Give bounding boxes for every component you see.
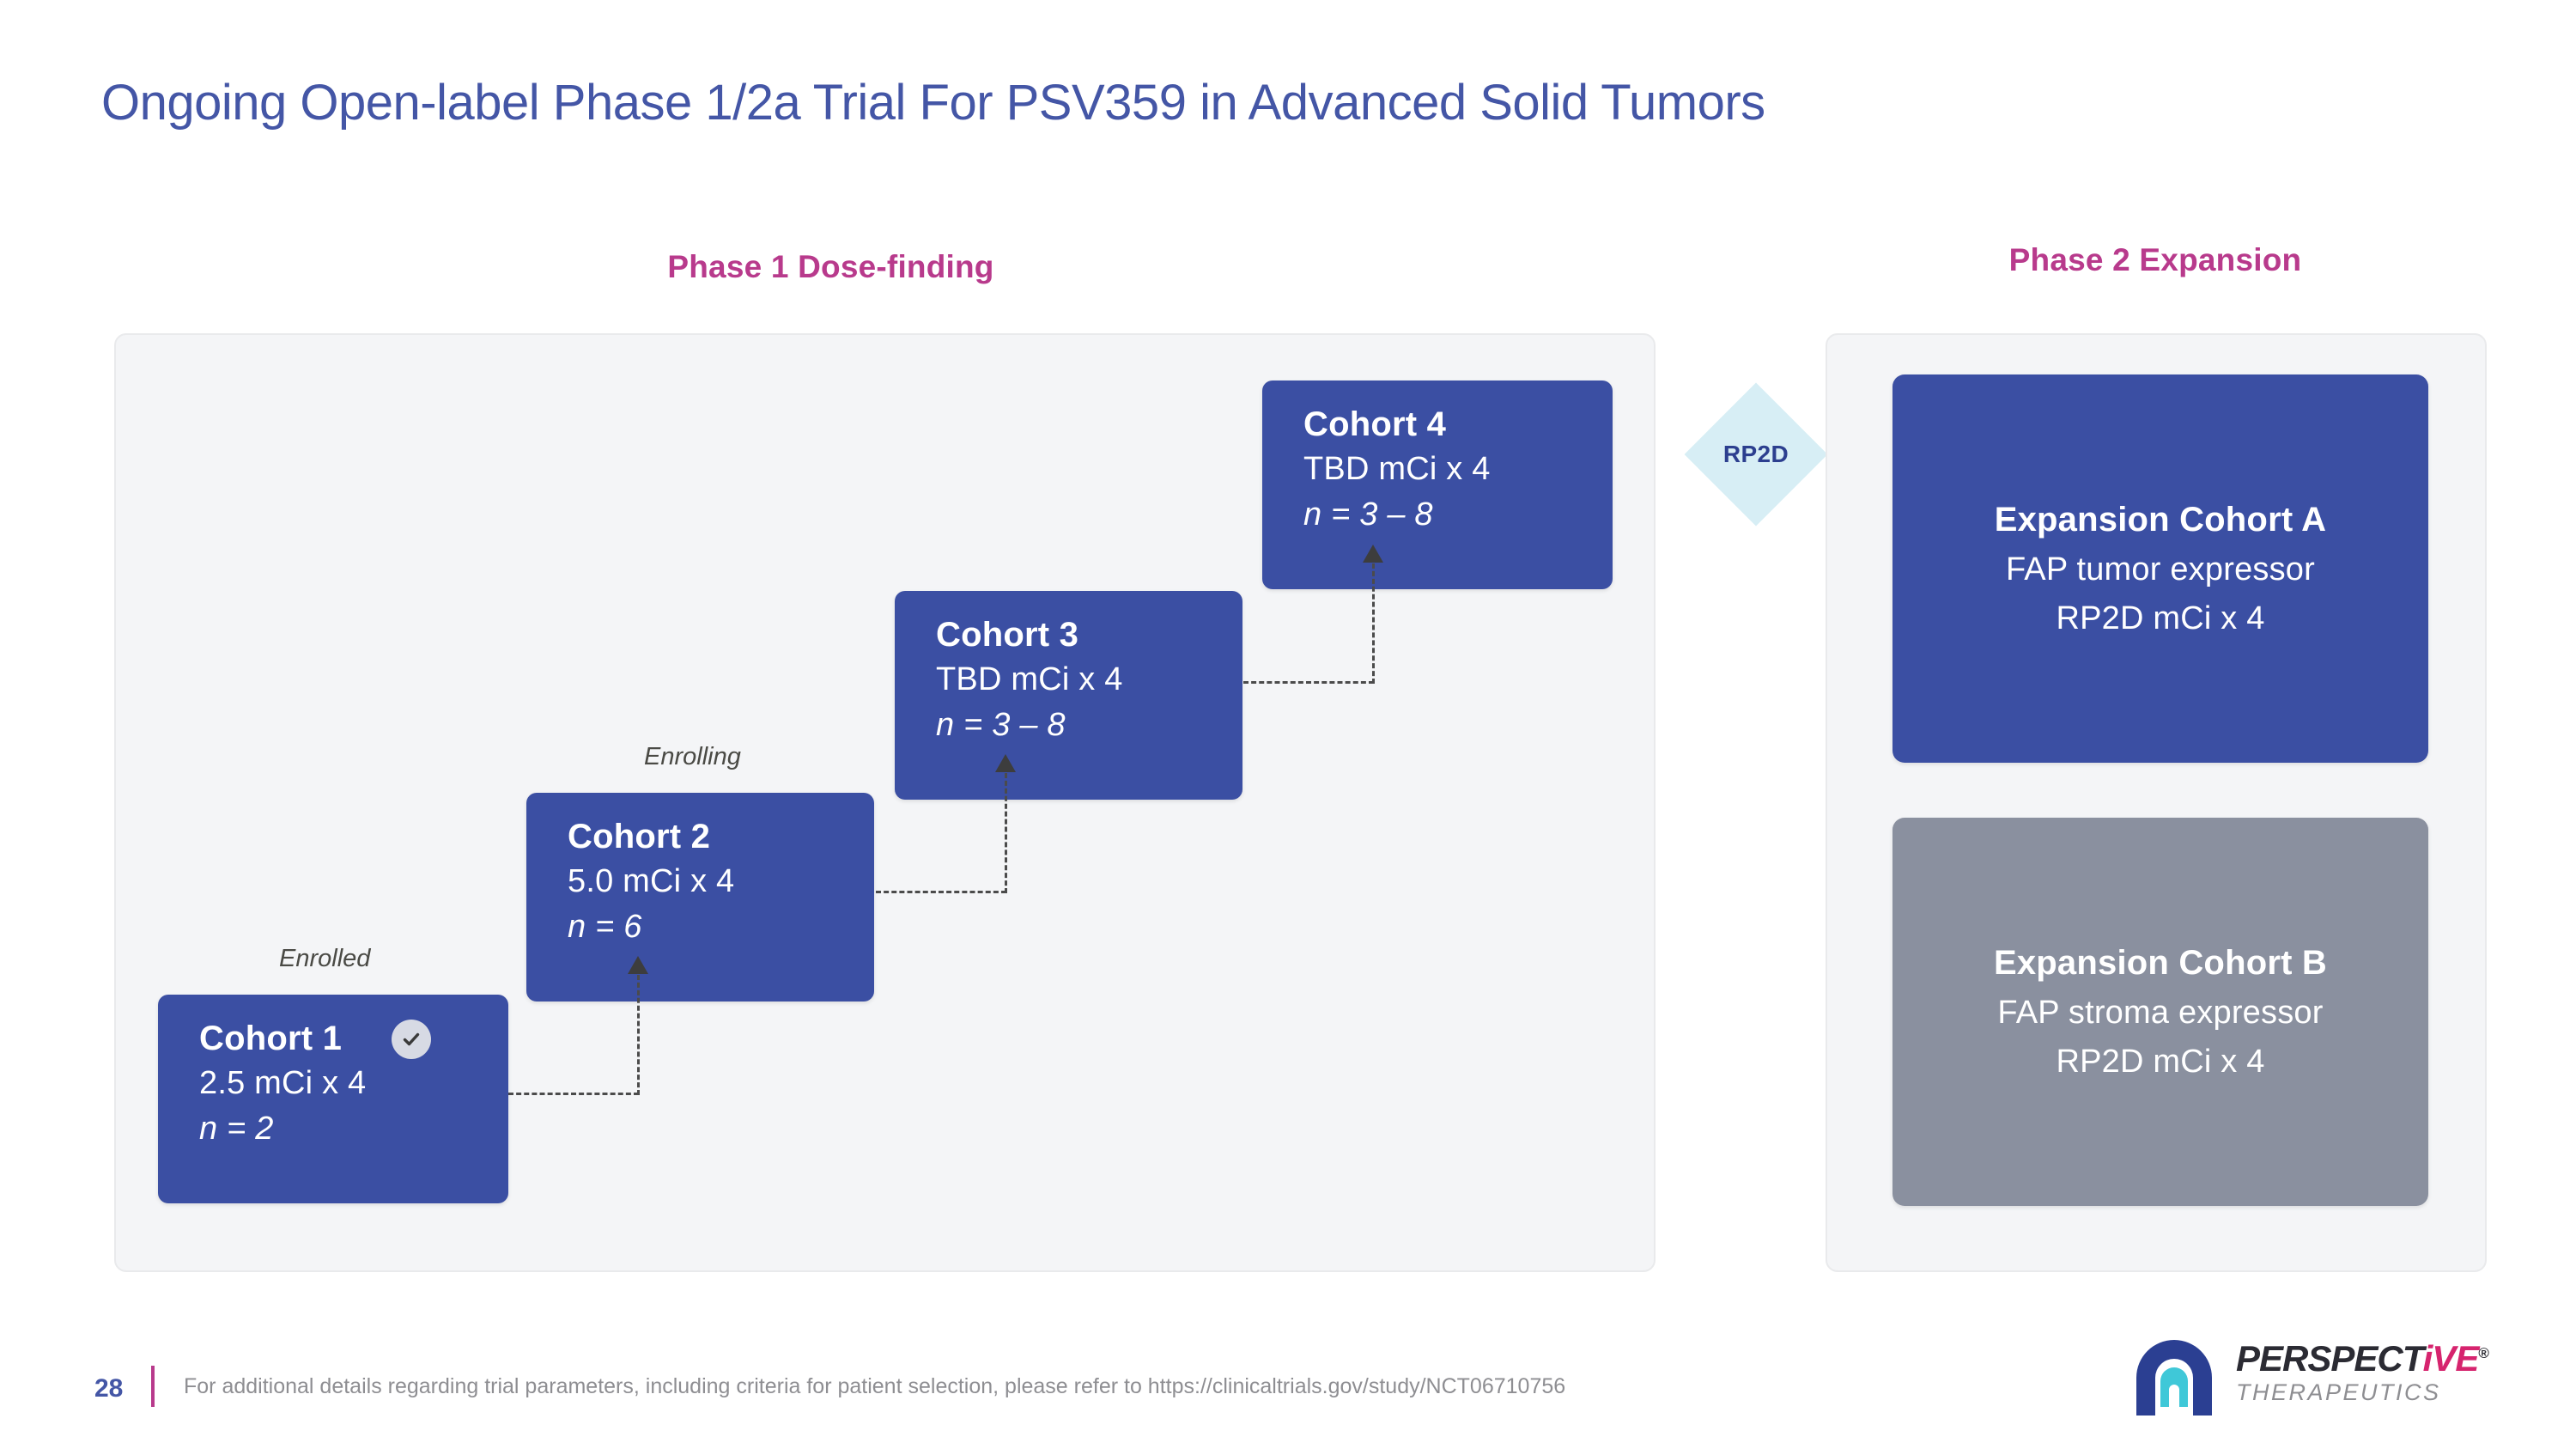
brand-name: PERSPECTiVE®: [2236, 1338, 2494, 1379]
expansion-cohort-b-card[interactable]: Expansion Cohort B FAP stroma expressor …: [1893, 818, 2428, 1206]
cohort-1-card[interactable]: Cohort 1 2.5 mCi x 4 n = 2: [158, 995, 508, 1203]
brand-name-prefix: PERSPECT: [2236, 1338, 2424, 1379]
expansion-cohort-a-line1: FAP tumor expressor: [2005, 551, 2315, 588]
phase-1-heading: Phase 1 Dose-finding: [667, 249, 994, 284]
footer-note: For additional details regarding trial p…: [184, 1374, 1566, 1398]
footer-page-number: 28: [94, 1374, 124, 1403]
brand-tagline: THERAPEUTICS: [2236, 1379, 2441, 1406]
cohort-1-status-caption: Enrolled: [279, 945, 371, 972]
expansion-cohort-a-card[interactable]: Expansion Cohort A FAP tumor expressor R…: [1893, 374, 2428, 763]
cohort-3-card[interactable]: Cohort 3 TBD mCi x 4 n = 3 – 8: [895, 591, 1242, 800]
perspective-arch-logo-icon: [2129, 1333, 2219, 1422]
expansion-cohort-b-title: Expansion Cohort B: [1993, 944, 2328, 982]
cohort-3-n: n = 3 – 8: [936, 706, 1066, 743]
cohort-2-title-row: Cohort 2: [568, 815, 845, 859]
connector-cohort-3-to-4-arrow-icon: [1243, 545, 1406, 684]
connector-cohort-2-to-3-arrow-icon: [876, 754, 1039, 893]
cohort-4-n: n = 3 – 8: [1303, 496, 1433, 533]
cohort-2-n: n = 6: [568, 908, 642, 945]
brand-logo: PERSPECTiVE® THERAPEUTICS: [2129, 1333, 2490, 1424]
expansion-cohort-b-line1: FAP stroma expressor: [1997, 995, 2324, 1031]
cohort-3-dose: TBD mCi x 4: [936, 661, 1123, 698]
cohort-3-title: Cohort 3: [936, 616, 1079, 654]
registered-trademark-icon: ®: [2478, 1345, 2488, 1361]
footer-divider: [151, 1366, 155, 1407]
cohort-3-title-row: Cohort 3: [936, 613, 1213, 657]
cohort-4-dose: TBD mCi x 4: [1303, 451, 1491, 488]
cohort-4-title: Cohort 4: [1303, 405, 1447, 443]
brand-wordmark: PERSPECTiVE® THERAPEUTICS: [2236, 1338, 2494, 1406]
expansion-cohort-b-line2: RP2D mCi x 4: [2056, 1044, 2265, 1080]
cohort-1-n: n = 2: [199, 1110, 274, 1147]
cohort-2-status-caption: Enrolling: [644, 743, 741, 770]
expansion-cohort-a-title: Expansion Cohort A: [1994, 501, 2327, 539]
rp2d-label: RP2D: [1722, 441, 1789, 467]
cohort-1-title-row: Cohort 1: [199, 1017, 479, 1061]
cohort-1-title: Cohort 1: [199, 1020, 343, 1057]
cohort-1-dose: 2.5 mCi x 4: [199, 1065, 367, 1102]
cohort-2-dose: 5.0 mCi x 4: [568, 863, 735, 900]
page-title: Ongoing Open-label Phase 1/2a Trial For …: [101, 75, 1765, 131]
rp2d-gate-diamond: RP2D: [1684, 382, 1828, 527]
brand-name-accent: iVE: [2422, 1338, 2480, 1379]
cohort-2-card[interactable]: Cohort 2 5.0 mCi x 4 n = 6: [526, 793, 874, 1002]
cohort-4-title-row: Cohort 4: [1303, 403, 1583, 447]
connector-cohort-1-to-2-arrow-icon: [508, 956, 671, 1095]
cohort-2-title: Cohort 2: [568, 818, 711, 855]
expansion-cohort-a-line2: RP2D mCi x 4: [2056, 600, 2265, 636]
phase-2-heading: Phase 2 Expansion: [2008, 242, 2302, 277]
cohort-4-card[interactable]: Cohort 4 TBD mCi x 4 n = 3 – 8: [1262, 381, 1613, 589]
check-circle-icon: [392, 1019, 432, 1059]
